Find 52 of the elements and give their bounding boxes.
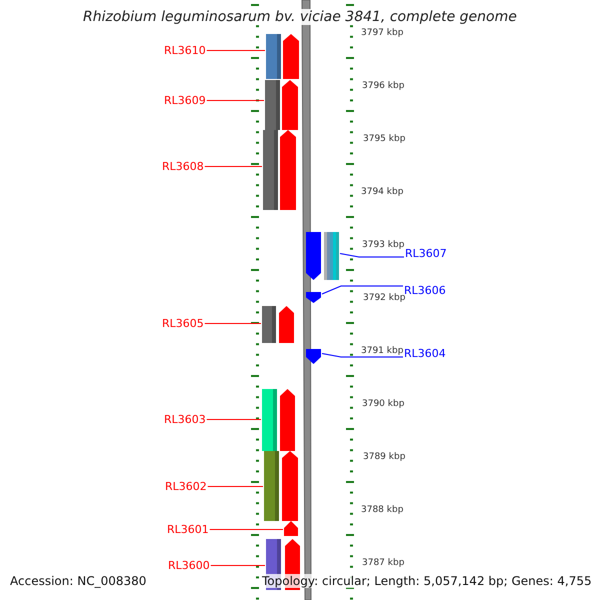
gene-label: RL3605 [162, 317, 204, 330]
gene-label: RL3608 [162, 160, 204, 173]
scale-label: 3796 kbp [362, 81, 404, 91]
scale-label: 3790 kbp [362, 399, 404, 409]
leader-line [340, 253, 404, 258]
title: Rhizobium leguminosarum bv. viciae 3841, complete genome [83, 9, 517, 25]
gene-feature-bar [264, 451, 279, 521]
leader-line [204, 166, 262, 167]
leader-line [322, 286, 404, 294]
gene-label: RL3603 [164, 413, 206, 426]
leader-line [206, 50, 266, 51]
gene-label: RL3602 [165, 480, 207, 493]
scale-label: 3792 kbp [363, 293, 406, 303]
gene-feature-bar [265, 80, 280, 130]
gene-label: RL3609 [164, 94, 206, 107]
scale-label: 3797 kbp [361, 28, 404, 38]
leader-line [322, 353, 404, 358]
gene-block [280, 389, 295, 451]
gene-feature-bar [262, 306, 276, 343]
gene-feature-bar [266, 34, 281, 79]
gene-block [280, 130, 296, 210]
leader-line [206, 100, 264, 101]
leader-line [206, 419, 262, 420]
gene-feature-bar [262, 389, 277, 451]
gene-label: RL3601 [167, 523, 209, 536]
leader-line [209, 529, 284, 530]
gene-label: RL3606 [404, 284, 446, 297]
gene-label: RL3610 [164, 44, 206, 57]
gene-block [306, 349, 321, 364]
leader-line [207, 486, 264, 487]
gene-block [279, 306, 294, 343]
leader-line [204, 323, 262, 324]
gene-label: RL3600 [168, 559, 210, 572]
gene-block [283, 34, 299, 79]
gene-block [284, 521, 298, 536]
gene-label: RL3604 [404, 347, 446, 360]
scale-label: 3789 kbp [363, 452, 406, 462]
scale-label: 3793 kbp [362, 240, 404, 250]
scale-label: 3795 kbp [363, 134, 406, 144]
scale-label: 3788 kbp [361, 505, 404, 515]
scale-label: 3794 kbp [361, 187, 404, 197]
gene-block [306, 232, 321, 280]
gene-block [306, 292, 321, 303]
gene-block [282, 80, 298, 130]
scale-label: 3787 kbp [362, 558, 404, 568]
leader-line [210, 565, 266, 566]
gene-label: RL3607 [405, 247, 447, 260]
footer-text: Topology: circular; Length: 5,057,142 bp; Genes: 4,755 [262, 574, 592, 588]
footer-text: Accession: NC_008380 [10, 574, 146, 588]
gene-feature-bar [263, 130, 278, 210]
scale-label: 3791 kbp [361, 346, 404, 356]
gene-feature-bar [324, 232, 339, 280]
